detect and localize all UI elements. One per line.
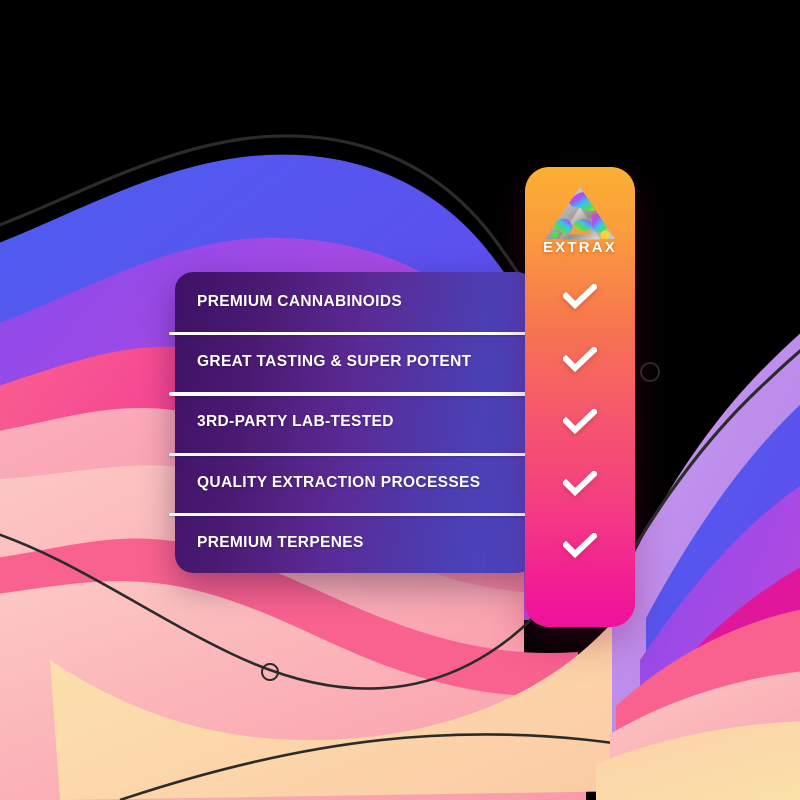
check-icon-4 — [525, 471, 635, 497]
check-icon-3 — [525, 409, 635, 435]
brand-name: EXTRAX — [542, 239, 618, 256]
check-icon-2 — [525, 347, 635, 373]
feature-label: 3RD-PARTY LAB-TESTED — [197, 413, 394, 431]
check-icon-1 — [525, 284, 635, 310]
list-item[interactable]: PREMIUM CANNABINOIDS — [175, 272, 535, 332]
check-icon-5 — [525, 533, 635, 559]
row-divider — [169, 512, 535, 516]
list-item[interactable]: QUALITY EXTRACTION PROCESSES — [175, 453, 535, 513]
row-divider — [169, 392, 535, 396]
feature-label: PREMIUM TERPENES — [197, 533, 364, 551]
row-divider — [169, 452, 535, 456]
right-band-peach — [596, 721, 800, 800]
brand-checklist-card: EXTRAX — [525, 167, 635, 627]
feature-label: PREMIUM CANNABINOIDS — [197, 293, 403, 311]
check-icon — [563, 409, 597, 435]
feature-label: QUALITY EXTRACTION PROCESSES — [197, 473, 481, 491]
decorative-ring-icon — [261, 663, 279, 681]
check-icon — [563, 284, 597, 310]
list-item[interactable]: 3RD-PARTY LAB-TESTED — [175, 392, 535, 452]
feature-label: GREAT TASTING & SUPER POTENT — [197, 353, 472, 371]
brand-logo: EXTRAX — [525, 181, 635, 256]
row-divider — [169, 332, 535, 336]
list-item[interactable]: PREMIUM TERPENES — [175, 513, 535, 573]
check-icon — [563, 533, 597, 559]
feature-list-panel: PREMIUM CANNABINOIDS GREAT TASTING & SUP… — [169, 272, 535, 573]
decorative-ring-icon-2 — [640, 362, 660, 382]
check-icon — [563, 471, 597, 497]
blob-cream-bottom — [50, 520, 700, 800]
check-icon — [563, 347, 597, 373]
list-item[interactable]: GREAT TASTING & SUPER POTENT — [175, 332, 535, 392]
extrax-triangle-logo-icon — [545, 187, 615, 240]
